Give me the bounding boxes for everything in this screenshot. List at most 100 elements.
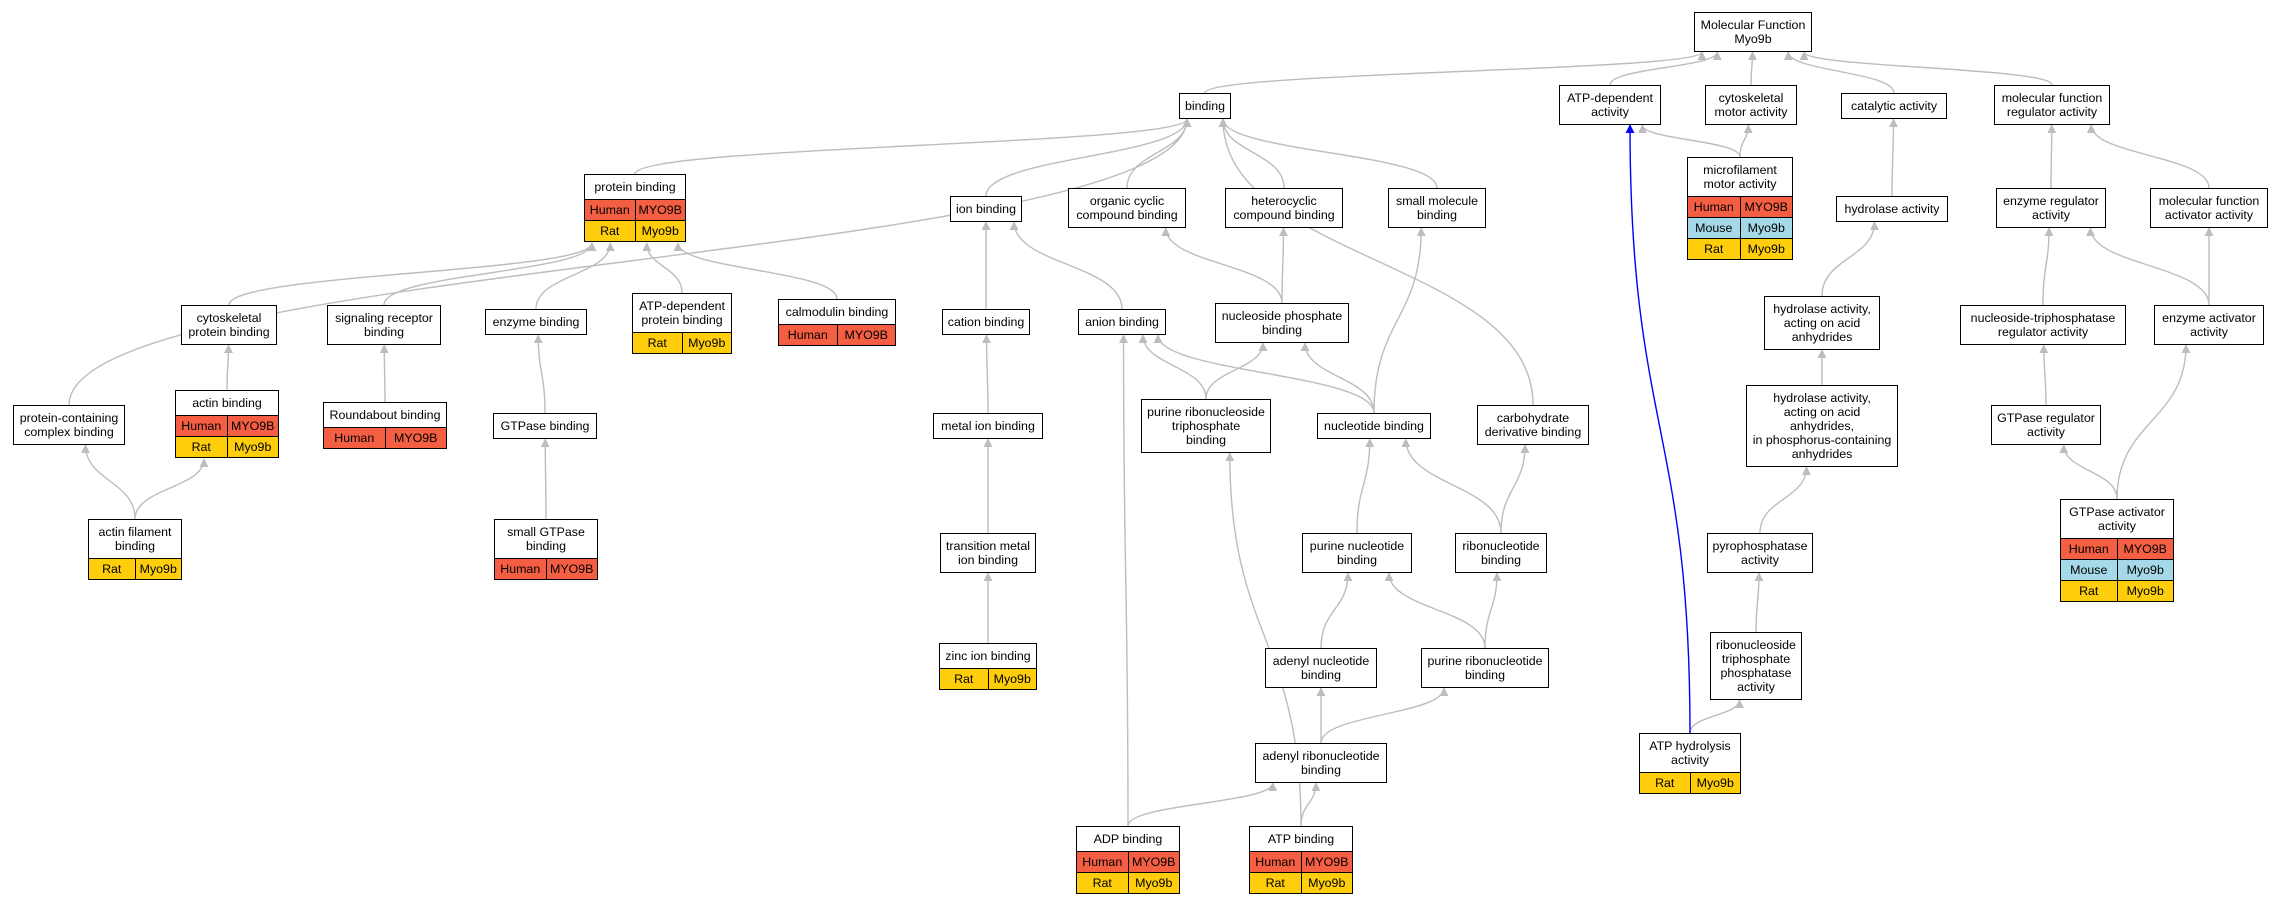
edge-anion-to-ionbind <box>1009 221 1123 310</box>
gene-symbol: Myo9b <box>226 437 279 457</box>
go-term-catalytic[interactable]: catalytic activity <box>1841 93 1947 119</box>
go-term-ionbind[interactable]: ion binding <box>950 196 1022 222</box>
ortholog-row: Rat Myo9b <box>2061 580 2173 601</box>
edge-carbderiv-to-binding <box>1218 118 1534 406</box>
go-term-ribotpase[interactable]: ribonucleoside triphosphate phosphatase … <box>1710 632 1802 700</box>
go-term-hetcyc[interactable]: heterocyclic compound binding <box>1225 188 1343 228</box>
go-term-hydrolase[interactable]: hydrolase activity <box>1836 196 1948 222</box>
gene-symbol: Myo9b <box>2116 560 2174 580</box>
go-term-hydphos[interactable]: hydrolase activity, acting on acid anhyd… <box>1746 385 1898 467</box>
go-term-label: ATP binding <box>1267 832 1335 846</box>
species-label: Rat <box>191 440 211 454</box>
go-term-purnuc[interactable]: purine nucleotide binding <box>1302 533 1412 573</box>
go-term-binding[interactable]: binding <box>1179 93 1231 119</box>
go-term-label: ATP-dependent protein binding <box>639 299 725 327</box>
go-term-label: signaling receptor binding <box>335 311 433 339</box>
gene-symbol: Myo9b <box>1689 773 1741 793</box>
go-term-label: actin binding <box>192 396 262 410</box>
go-term-nucleotide[interactable]: nucleotide binding <box>1317 413 1431 439</box>
go-term-enzact[interactable]: enzyme activator activity <box>2154 305 2264 345</box>
go-term-carbderiv[interactable]: carbohydrate derivative binding <box>1477 405 1589 445</box>
go-term-gtpasebind[interactable]: GTPase binding <box>493 413 597 439</box>
gene-symbol: MYO9B <box>836 325 896 345</box>
species-label: Human <box>1693 200 1734 214</box>
gene-symbol: MYO9B <box>1739 197 1793 217</box>
go-term-ntpreg[interactable]: nucleoside-triphosphatase regulator acti… <box>1960 305 2126 345</box>
edge-hydacid-to-hydrolase <box>1821 221 1879 297</box>
gene-symbol: Myo9b <box>1300 873 1353 893</box>
go-term-adenylribo[interactable]: adenyl ribonucleotide binding <box>1255 743 1387 783</box>
go-term-gtpreg[interactable]: GTPase regulator activity <box>1991 405 2101 445</box>
go-term-label: metal ion binding <box>941 419 1035 433</box>
go-term-label: ion binding <box>956 202 1016 216</box>
go-term-protcomplex[interactable]: protein-containing complex binding <box>13 405 125 445</box>
species-label: Rat <box>2079 584 2099 598</box>
edge-atphydro-to-ribotpase <box>1689 699 1744 734</box>
go-term-sigrec[interactable]: signaling receptor binding <box>327 305 441 345</box>
go-term-label: molecular function regulator activity <box>2001 91 2103 119</box>
go-term-hydacid[interactable]: hydrolase activity, acting on acid anhyd… <box>1764 296 1880 350</box>
go-term-label: GTPase regulator activity <box>1997 411 2095 439</box>
go-term-nucphos[interactable]: nucleoside phosphate binding <box>1215 303 1349 343</box>
species-label: Rat <box>1704 242 1724 256</box>
edge-metal-to-cation <box>982 334 992 414</box>
go-term-anion[interactable]: anion binding <box>1078 309 1166 335</box>
gene-symbol: Myo9b <box>2116 581 2174 601</box>
go-term-label: small GTPase binding <box>507 525 585 553</box>
go-term-label: ATP-dependent activity <box>1567 91 1653 119</box>
species-label: Rat <box>647 336 667 350</box>
gene-symbol: Myo9b <box>681 333 732 353</box>
edge-gtpreg-to-ntpreg <box>2039 344 2049 406</box>
species-label: Human <box>334 431 375 445</box>
go-term-metal[interactable]: metal ion binding <box>933 413 1043 439</box>
go-term-mf[interactable]: Molecular Function Myo9b <box>1694 12 1812 52</box>
species-label: Human <box>181 419 222 433</box>
go-term-transmetal[interactable]: transition metal ion binding <box>940 533 1036 573</box>
species-label: Rat <box>600 224 620 238</box>
go-term-purribotp[interactable]: purine ribonucleoside triphosphate bindi… <box>1141 399 1271 453</box>
go-term-purribonuc[interactable]: purine ribonucleotide binding <box>1421 648 1549 688</box>
go-term-cytomotor[interactable]: cytoskeletal motor activity <box>1705 85 1797 125</box>
ortholog-row: Rat Myo9b <box>176 436 278 457</box>
edge-purribotp-to-nucphos <box>1205 342 1268 400</box>
go-term-mfreg[interactable]: molecular function regulator activity <box>1994 85 2110 125</box>
go-term-cytoprot[interactable]: cytoskeletal protein binding <box>181 305 277 345</box>
species-label: Human <box>500 562 541 576</box>
gene-symbol: MYO9B <box>2116 539 2174 559</box>
highlight-edge-atphydro-to-atpdep <box>1625 124 1691 734</box>
go-term-smallmol[interactable]: small molecule binding <box>1388 188 1486 228</box>
go-term-label: GTPase binding <box>500 419 590 433</box>
go-term-cation[interactable]: cation binding <box>942 309 1030 335</box>
go-term-enzreg[interactable]: enzyme regulator activity <box>1996 188 2106 228</box>
go-term-ribonuc[interactable]: ribonucleotide binding <box>1455 533 1547 573</box>
go-term-orgcyc[interactable]: organic cyclic compound binding <box>1068 188 1186 228</box>
go-term-mfact[interactable]: molecular function activator activity <box>2150 188 2268 228</box>
go-term-label: adenyl ribonucleotide binding <box>1262 749 1380 777</box>
go-term-label: hydrolase activity <box>1844 202 1940 216</box>
edge-nucphos-to-orgcyc <box>1161 227 1283 304</box>
ortholog-row: Rat Myo9b <box>1688 238 1792 259</box>
go-term-pyrophos[interactable]: pyrophosphatase activity <box>1707 533 1813 573</box>
gene-symbol: Myo9b <box>1739 239 1793 259</box>
go-term-enzbind[interactable]: enzyme binding <box>485 309 587 335</box>
species-label: Human <box>589 203 630 217</box>
go-term-atpdep[interactable]: ATP-dependent activity <box>1559 85 1661 125</box>
go-term-adenylnuc[interactable]: adenyl nucleotide binding <box>1265 648 1377 688</box>
edge-enzreg-to-mfreg <box>2047 124 2057 189</box>
edge-purnuc-to-nucleotide <box>1356 438 1375 534</box>
